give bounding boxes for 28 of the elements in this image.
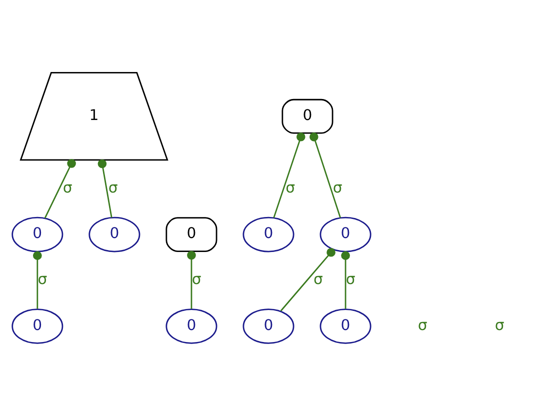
node-box: 0 (282, 98, 334, 134)
connector (33, 250, 42, 308)
node-ellipse: 0 (166, 308, 218, 344)
edge-label: σ (313, 270, 323, 288)
connector (310, 132, 341, 218)
edge-label: σ (192, 270, 202, 288)
connector (187, 250, 196, 308)
connector (98, 158, 112, 218)
node-ellipse: 0 (12, 216, 64, 252)
node-ellipse: 0 (12, 308, 64, 344)
edge-label: σ (332, 178, 342, 196)
edge-label: σ (346, 270, 356, 288)
connector (280, 248, 336, 311)
edge-label: σ (62, 178, 72, 196)
node-ellipse: 0 (88, 216, 140, 252)
node-box: 0 (166, 216, 218, 252)
connector (273, 132, 306, 218)
edge-label: σ (108, 178, 118, 196)
edge-label: σ (286, 178, 296, 196)
node-ellipse: 0 (320, 216, 372, 252)
edge-label: σ (38, 270, 48, 288)
label: σ (418, 316, 428, 334)
label: σ (494, 316, 504, 334)
connector (44, 158, 76, 218)
connector (341, 250, 350, 308)
node-ellipse: 0 (242, 308, 294, 344)
node-ellipse: 0 (242, 216, 294, 252)
node-ellipse: 0 (320, 308, 372, 344)
